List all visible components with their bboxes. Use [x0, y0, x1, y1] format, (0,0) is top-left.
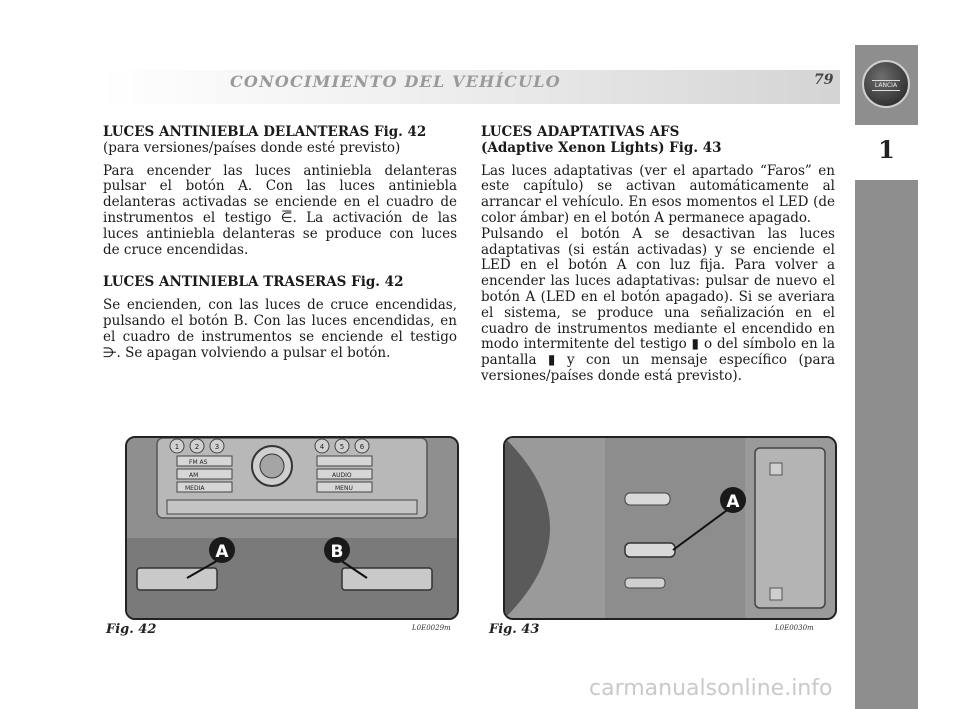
- fm-label: FM AS: [189, 459, 208, 466]
- callout-b-fig42: B: [331, 542, 344, 562]
- chapter-box: 1: [855, 125, 918, 180]
- figure-42-image: 1 2 3 4 5 6 FM AS AM MEDIA AUDIO MENU A …: [125, 436, 459, 620]
- figure-43-drawing: A: [505, 438, 835, 618]
- preset-key-1: 1: [175, 443, 179, 451]
- chapter-number: 1: [878, 135, 895, 164]
- preset-key-3: 3: [215, 443, 219, 451]
- callout-a-fig43: A: [726, 492, 740, 512]
- preset-key-4: 4: [320, 443, 325, 451]
- afs-paragraph-2: Pulsando el botón A se desactivan las lu…: [481, 225, 835, 384]
- rear-fog-button: [341, 567, 433, 591]
- header-bar: [100, 70, 840, 104]
- left-column: LUCES ANTINIEBLA DELANTERAS Fig. 42 (par…: [103, 124, 457, 368]
- preset-key-6: 6: [360, 443, 365, 451]
- radio-preset-keys: 1 2 3 4 5 6: [169, 438, 370, 454]
- preset-key-5: 5: [340, 443, 344, 451]
- menu-label: MENU: [335, 485, 353, 492]
- front-fog-subtitle: (para versiones/países donde esté previs…: [103, 139, 401, 156]
- logo-text: LANCIA: [872, 80, 900, 91]
- afs-title-line2: (Adaptive Xenon Lights) Fig. 43: [481, 139, 722, 156]
- front-fog-button: [136, 567, 218, 591]
- front-fog-body: Para encender las luces antiniebla delan…: [103, 162, 457, 258]
- figure-42-drawing: 1 2 3 4 5 6 FM AS AM MEDIA AUDIO MENU A …: [127, 438, 457, 618]
- rear-fog-body: Se encienden, con las luces de cruce enc…: [103, 297, 457, 361]
- page-number: 79: [814, 72, 834, 88]
- right-column: LUCES ADAPTATIVAS AFS (Adaptive Xenon Li…: [481, 124, 835, 392]
- afs-paragraph-1: Las luces adaptativas (ver el apartado “…: [481, 162, 835, 226]
- figure-42-caption: Fig. 42: [106, 622, 157, 637]
- figure-43-code: L0E0030m: [775, 624, 814, 632]
- afs-button: [624, 542, 676, 558]
- watermark-text: carmanualsonline.info: [589, 676, 833, 701]
- page-header-title: CONOCIMIENTO DEL VEHÍCULO: [230, 72, 561, 91]
- brand-logo: LANCIA: [862, 60, 910, 108]
- figure-43-caption: Fig. 43: [489, 622, 540, 637]
- afs-title-line1: LUCES ADAPTATIVAS AFS: [481, 124, 680, 140]
- am-label: AM: [189, 472, 198, 479]
- figure-43-image: A: [503, 436, 837, 620]
- front-fog-title: LUCES ANTINIEBLA DELANTERAS Fig. 42: [103, 124, 427, 140]
- rear-fog-title: LUCES ANTINIEBLA TRASERAS Fig. 42: [103, 274, 404, 291]
- preset-key-2: 2: [195, 443, 199, 451]
- media-label: MEDIA: [185, 485, 205, 492]
- audio-label: AUDIO: [332, 472, 352, 479]
- callout-a-fig42: A: [215, 542, 229, 562]
- figure-42-code: L0E0029m: [412, 624, 451, 632]
